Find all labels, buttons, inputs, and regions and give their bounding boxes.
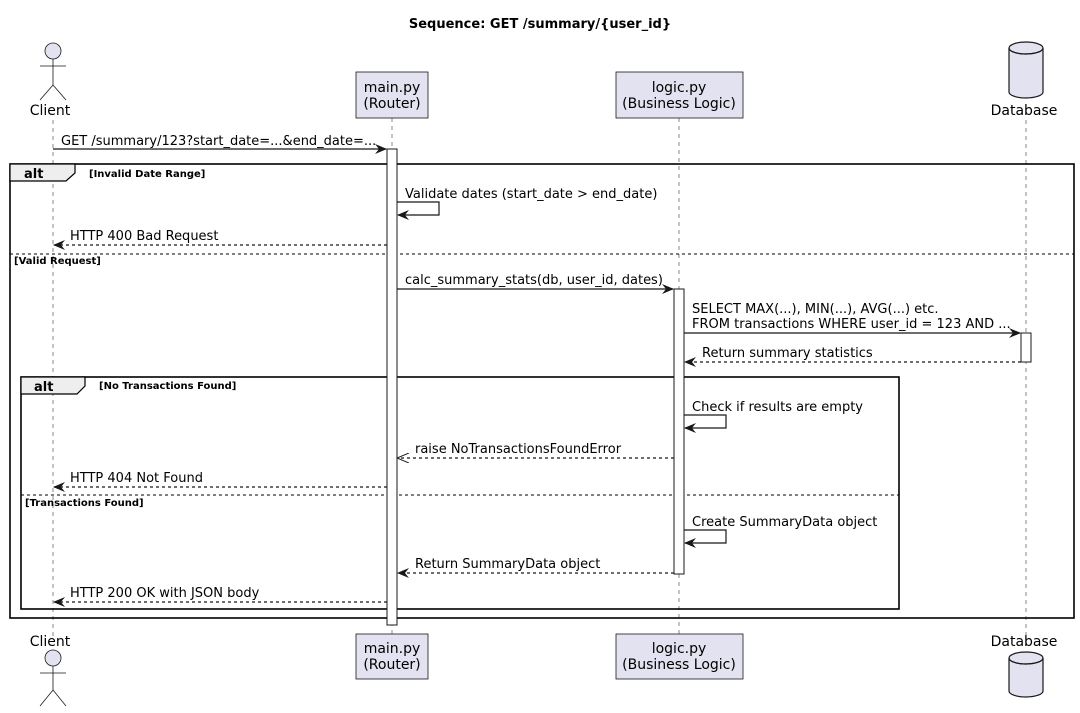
message-raise-error: raise NoTransactionsFoundError — [398, 442, 674, 458]
participant-database-bottom: Database — [991, 634, 1058, 698]
message-select-query: SELECT MAX(...), MIN(...), AVG(...) etc.… — [684, 302, 1021, 338]
message-http-404: HTTP 404 Not Found — [53, 471, 387, 492]
alt-guard-no-transactions: [No Transactions Found] — [99, 381, 236, 392]
message-label: GET /summary/123?start_date=...&end_date… — [61, 134, 376, 149]
message-http-400: HTTP 400 Bad Request — [53, 229, 387, 250]
participant-client-label: Client — [30, 103, 71, 119]
message-label: Check if results are empty — [692, 400, 863, 415]
message-calc-summary-stats: calc_summary_stats(db, user_id, dates) — [397, 273, 674, 294]
participant-database-label: Database — [991, 103, 1058, 119]
message-label: Create SummaryData object — [692, 515, 877, 530]
participant-main-top: main.py (Router) — [355, 71, 429, 119]
actor-icon — [39, 649, 67, 707]
participant-main-role: (Router) — [363, 657, 420, 673]
actor-icon — [39, 42, 67, 101]
participant-logic-name: logic.py — [652, 80, 707, 96]
activation-main — [386, 148, 398, 626]
participant-client-top: Client — [30, 42, 71, 119]
message-label: raise NoTransactionsFoundError — [415, 442, 622, 457]
alt-tag-inner: alt — [34, 380, 53, 395]
message-label: HTTP 404 Not Found — [70, 471, 203, 486]
message-return-summary-statistics: Return summary statistics — [684, 346, 1021, 367]
activation-logic — [673, 288, 685, 575]
message-label: Return SummaryData object — [415, 557, 600, 572]
diagram-title: Sequence: GET /summary/{user_id} — [409, 17, 671, 32]
message-http-200: HTTP 200 OK with JSON body — [53, 586, 387, 607]
message-get-summary: GET /summary/123?start_date=...&end_date… — [53, 134, 387, 154]
message-label: Validate dates (start_date > end_date) — [405, 187, 657, 202]
database-icon — [1008, 41, 1044, 99]
alt-guard-valid-request: [Valid Request] — [14, 256, 101, 267]
message-label: Return summary statistics — [702, 346, 873, 361]
participant-logic-bottom: logic.py (Business Logic) — [615, 633, 744, 680]
alt-fragment-inner: alt [No Transactions Found] [Transaction… — [20, 376, 900, 610]
activation-database — [1020, 332, 1032, 363]
message-label: calc_summary_stats(db, user_id, dates) — [405, 273, 663, 288]
participant-logic-role: (Business Logic) — [622, 657, 736, 673]
participant-main-bottom: main.py (Router) — [355, 633, 429, 680]
alt-fragment-outer: alt [Invalid Date Range] [Valid Request] — [9, 163, 1075, 619]
message-return-summarydata: Return SummaryData object — [397, 557, 674, 578]
alt-tag-outer: alt — [24, 167, 43, 182]
message-check-results-empty: Check if results are empty — [684, 400, 863, 433]
message-label-line2: FROM transactions WHERE user_id = 123 AN… — [692, 317, 1011, 332]
participant-client-bottom: Client — [30, 634, 71, 707]
alt-guard-transactions-found: [Transactions Found] — [25, 498, 144, 509]
participant-logic-top: logic.py (Business Logic) — [615, 71, 744, 119]
participant-database-top: Database — [991, 41, 1058, 119]
participant-main-role: (Router) — [363, 96, 420, 112]
participant-client-label: Client — [30, 634, 71, 650]
participant-database-label: Database — [991, 634, 1058, 650]
participant-logic-name: logic.py — [652, 641, 707, 657]
message-label-line1: SELECT MAX(...), MIN(...), AVG(...) etc. — [692, 302, 939, 317]
participant-main-name: main.py — [364, 80, 421, 96]
database-icon — [1008, 651, 1044, 698]
alt-guard-invalid-date: [Invalid Date Range] — [89, 169, 205, 180]
message-label: HTTP 400 Bad Request — [70, 229, 218, 244]
participant-main-name: main.py — [364, 641, 421, 657]
participant-logic-role: (Business Logic) — [622, 96, 736, 112]
message-validate-dates: Validate dates (start_date > end_date) — [397, 187, 657, 220]
message-create-summarydata: Create SummaryData object — [684, 515, 877, 548]
message-label: HTTP 200 OK with JSON body — [70, 586, 260, 601]
